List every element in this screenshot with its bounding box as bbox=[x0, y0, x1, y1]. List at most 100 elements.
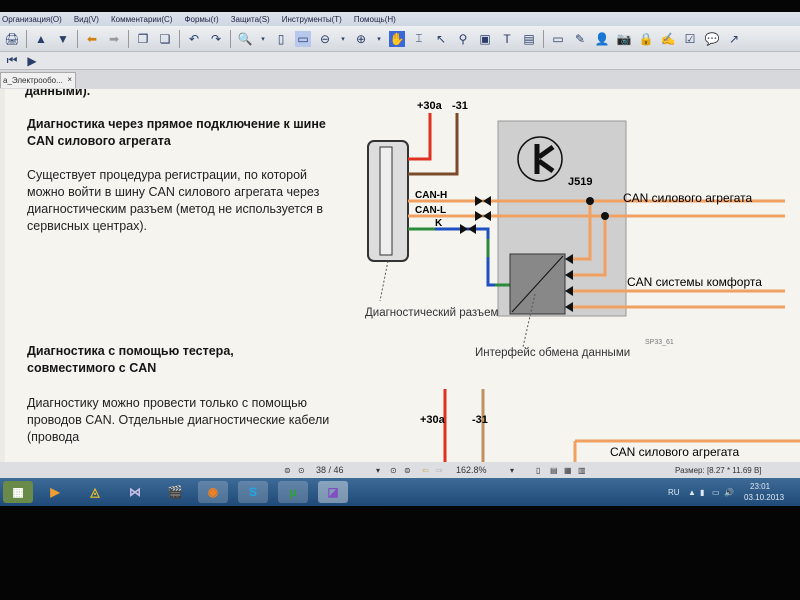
forward-view-icon[interactable]: ⇨ bbox=[436, 466, 443, 475]
transistor-icon bbox=[534, 144, 555, 174]
media-player-icon[interactable]: ▶ bbox=[50, 485, 60, 499]
tray-app-icon[interactable]: ▮ bbox=[700, 488, 705, 497]
leader-line bbox=[379, 260, 389, 302]
label-interface: Интерфейс обмена данными bbox=[475, 347, 630, 359]
sign-icon[interactable]: ✍ bbox=[660, 31, 676, 46]
page-down-button[interactable]: ▼ bbox=[57, 31, 69, 46]
label-j519: J519 bbox=[568, 176, 592, 188]
copy-pages-icon[interactable]: ❐ bbox=[137, 31, 149, 46]
page-number-field[interactable]: 38 / 46 bbox=[316, 465, 344, 475]
skype-icon[interactable]: S bbox=[238, 481, 268, 503]
label-can-power: CAN силового агрегата bbox=[623, 191, 753, 205]
user-icon[interactable]: 👤 bbox=[594, 31, 610, 46]
hand-tool-icon[interactable]: ✋ bbox=[389, 30, 405, 47]
select-text-icon[interactable]: ⌶ bbox=[415, 31, 423, 45]
visual-studio-icon[interactable]: ⋈ bbox=[129, 485, 141, 499]
separator bbox=[128, 29, 129, 48]
close-icon[interactable]: × bbox=[67, 75, 72, 84]
section2-heading: Диагностика с помощью тестера, совместим… bbox=[27, 344, 234, 375]
label2-31: -31 bbox=[472, 414, 488, 426]
menu-forms[interactable]: Формы(r) bbox=[184, 14, 219, 24]
edit-icon[interactable]: ✎ bbox=[574, 31, 586, 46]
fit-width-icon[interactable]: ▭ bbox=[295, 30, 311, 47]
menu-comments[interactable]: Комментарии(C) bbox=[110, 14, 173, 24]
scanner-icon[interactable]: 🖨 bbox=[4, 31, 20, 46]
binoculars-icon[interactable]: ⚲ bbox=[458, 31, 468, 46]
chevron-down-icon[interactable]: ▾ bbox=[376, 466, 381, 475]
pointer-icon[interactable]: ↖ bbox=[435, 31, 447, 46]
first-page-icon[interactable]: ⏮ bbox=[6, 53, 18, 67]
arrow-tool-icon[interactable]: ↗ bbox=[728, 31, 740, 46]
transistor-symbol bbox=[517, 136, 563, 182]
interface-diagonal bbox=[511, 255, 564, 313]
page-size-label: Размер: [8.27 * 11.69 B] bbox=[675, 466, 762, 475]
menu-help[interactable]: Помощь(H) bbox=[353, 14, 396, 24]
last-page-button[interactable]: ⊜ bbox=[404, 466, 411, 475]
zoom-out-button[interactable]: ⊖ bbox=[319, 31, 331, 46]
forward-arrow-icon[interactable]: ➡ bbox=[108, 31, 120, 46]
image-icon[interactable]: ▣ bbox=[479, 31, 491, 46]
aimp-icon[interactable]: ◬ bbox=[90, 485, 100, 499]
status-bar: ⊜ ⊙ 38 / 46 ▾ ⊙ ⊜ ⇦ ⇨ 162.8% ▾ ▯ ▤ ▦ ▥ Р… bbox=[0, 462, 800, 478]
back-arrow-icon[interactable]: ⬅ bbox=[86, 31, 98, 46]
menu-view[interactable]: Вид(V) bbox=[73, 14, 99, 24]
chevron-down-icon[interactable]: ▾ bbox=[341, 35, 345, 43]
clock-time[interactable]: 23:01 bbox=[750, 482, 771, 491]
interface-arrows bbox=[565, 254, 573, 312]
tab-title: a_Электрообо... bbox=[3, 76, 63, 85]
zoom-in-tool-icon[interactable]: 🔍 bbox=[237, 31, 253, 46]
checklist-icon[interactable]: ☑ bbox=[684, 31, 696, 46]
document-tab[interactable]: a_Электрообо... × bbox=[0, 72, 76, 88]
zoom-in-button[interactable]: ⊕ bbox=[355, 31, 367, 46]
redo-icon[interactable]: ↷ bbox=[210, 31, 222, 46]
movie-maker-icon[interactable]: 🎬 bbox=[167, 485, 183, 499]
note-icon[interactable]: ▤ bbox=[523, 31, 535, 46]
first-page-button[interactable]: ⊜ bbox=[284, 466, 291, 475]
secondary-toolbar: ⏮ ▶ bbox=[0, 52, 800, 70]
start-button-icon[interactable]: ▦ bbox=[3, 481, 33, 503]
next-page-button[interactable]: ⊙ bbox=[390, 466, 397, 475]
connector-symbols bbox=[460, 196, 491, 234]
language-indicator[interactable]: RU bbox=[668, 488, 680, 497]
utorrent-icon[interactable]: µ bbox=[278, 481, 308, 503]
firefox-icon[interactable]: ◉ bbox=[198, 481, 228, 503]
extract-pages-icon[interactable]: ❏ bbox=[159, 31, 171, 46]
separator bbox=[543, 29, 544, 48]
continuous-page-icon[interactable]: ▤ bbox=[550, 466, 558, 475]
foxit-reader-icon[interactable]: ◪ bbox=[318, 481, 348, 503]
label-30a: +30a bbox=[417, 100, 443, 112]
prev-page-button[interactable]: ⊙ bbox=[298, 466, 305, 475]
display-icon[interactable]: ▭ bbox=[552, 31, 564, 46]
text-box-icon[interactable]: T bbox=[503, 31, 511, 46]
section2-text: Диагностику можно провести только с помо… bbox=[27, 396, 330, 444]
back-view-icon[interactable]: ⇦ bbox=[422, 466, 429, 475]
lock-icon[interactable]: 🔒 bbox=[638, 31, 654, 46]
wire-k bbox=[408, 227, 510, 287]
single-page-icon[interactable]: ▯ bbox=[536, 466, 541, 475]
volume-icon[interactable]: 🔊 bbox=[724, 488, 734, 497]
camera-icon[interactable]: 📷 bbox=[616, 31, 632, 46]
comment-icon[interactable]: 💬 bbox=[704, 31, 720, 46]
menu-tools[interactable]: Инструменты(T) bbox=[281, 14, 342, 24]
continuous-facing-icon[interactable]: ▥ bbox=[578, 466, 586, 475]
label-can-comfort: CAN системы комфорта bbox=[627, 275, 762, 289]
menu-protection[interactable]: Защита(S) bbox=[230, 14, 270, 24]
document-viewport[interactable]: данными). Диагностика через прямое подкл… bbox=[0, 89, 800, 462]
show-hidden-icons[interactable]: ▲ bbox=[688, 488, 696, 497]
label-can-l: CAN-L bbox=[415, 205, 446, 216]
toolbar: 🖨 ▲ ▼ ⬅ ➡ ❐ ❏ ↶ ↷ 🔍 ▾ ▯ ▭ ⊖ ▾ ⊕ ▾ ✋ ⌶ ↖ … bbox=[0, 26, 800, 52]
facing-pages-icon[interactable]: ▦ bbox=[564, 466, 572, 475]
clock-date[interactable]: 03.10.2013 bbox=[744, 493, 785, 502]
page-up-button[interactable]: ▲ bbox=[35, 31, 47, 46]
pdf-page: данными). Диагностика через прямое подкл… bbox=[5, 89, 800, 462]
export-page-icon[interactable]: ▶ bbox=[27, 53, 37, 68]
chevron-down-icon[interactable]: ▾ bbox=[510, 466, 515, 475]
chevron-down-icon[interactable]: ▾ bbox=[377, 35, 381, 43]
undo-icon[interactable]: ↶ bbox=[188, 31, 200, 46]
menu-organization[interactable]: Организация(O) bbox=[2, 14, 62, 24]
zoom-level-field[interactable]: 162.8% bbox=[456, 465, 487, 475]
label-can-h: CAN-H bbox=[415, 190, 447, 201]
chevron-down-icon[interactable]: ▾ bbox=[261, 35, 265, 43]
network-icon[interactable]: ▭ bbox=[712, 488, 720, 497]
fit-page-icon[interactable]: ▯ bbox=[277, 31, 285, 46]
